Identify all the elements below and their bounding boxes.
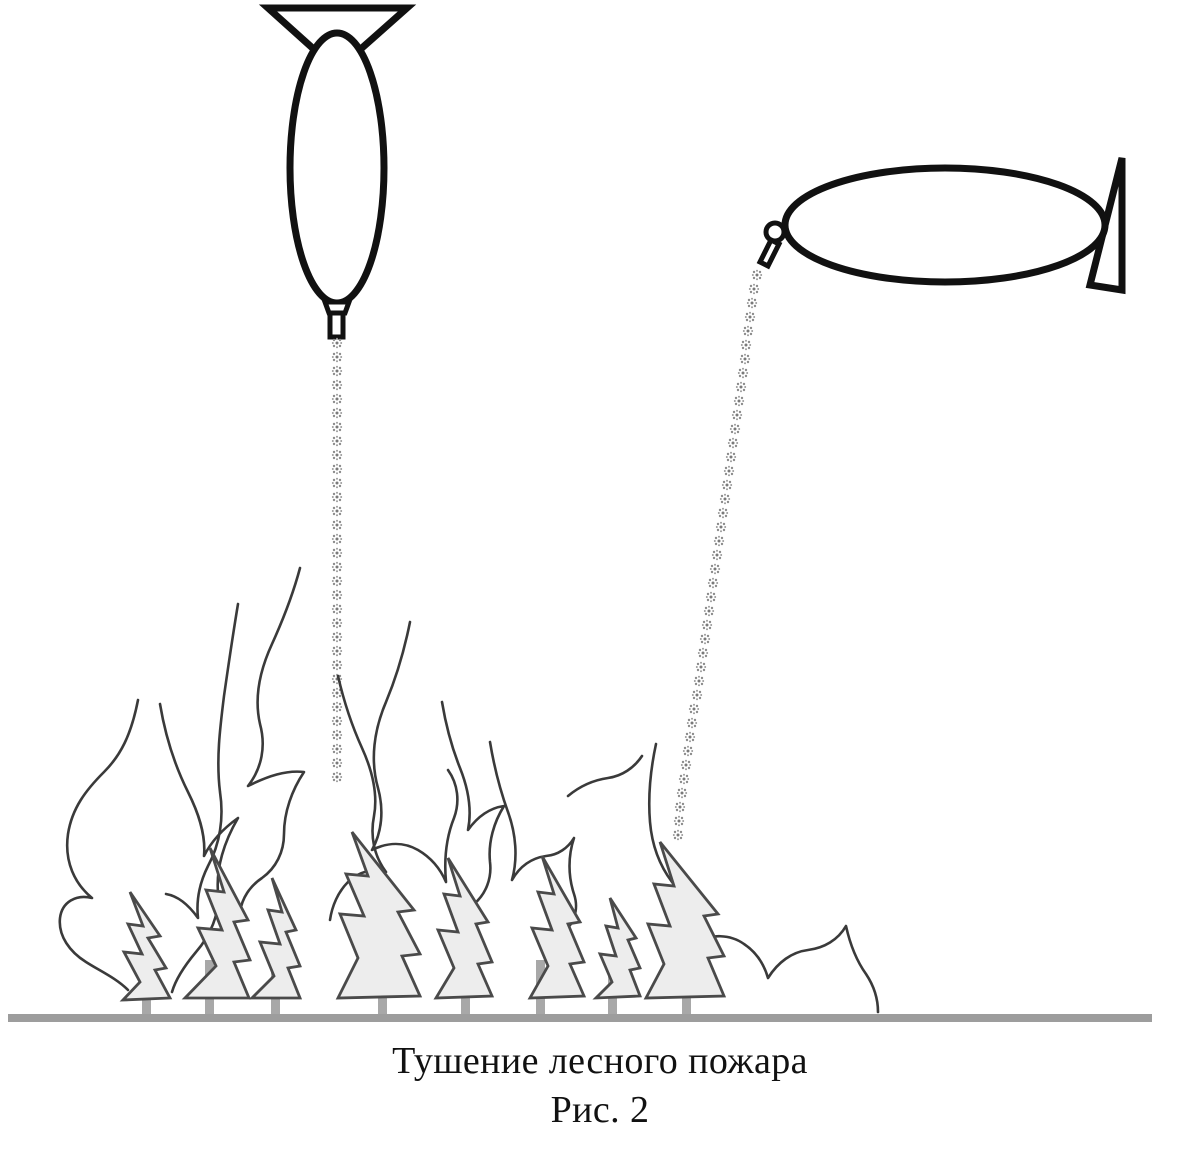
airship-horizontal-nozzle-knob-icon: [763, 220, 787, 244]
airship-vertical[interactable]: [258, 4, 417, 340]
flame-7: [440, 700, 506, 906]
burning-forest: [119, 831, 727, 1018]
caption-figure-number: Рис. 2: [550, 1088, 650, 1131]
caption-title: Тушение лесного пожара: [392, 1040, 808, 1082]
spray-vertical: [331, 337, 343, 783]
flame-10: [566, 754, 644, 798]
airship-vertical-hull: [286, 29, 388, 307]
flame-4: [238, 566, 306, 914]
ground-line: [8, 1014, 1152, 1022]
forest-fire: [58, 566, 880, 1014]
airship-vertical-fin-icon: [258, 4, 417, 75]
figure-caption: Тушение лесного пожара Рис. 2: [0, 1040, 1200, 1131]
flame-9: [647, 742, 880, 1014]
spray-curved: [672, 269, 763, 841]
flame-5: [328, 674, 388, 922]
tree-crown: [248, 877, 303, 1000]
flame-2: [158, 702, 240, 994]
tree-crown: [643, 841, 727, 1000]
tree-crown: [335, 831, 423, 1000]
flame-3: [164, 602, 240, 920]
flame-1: [58, 698, 140, 992]
airship-horizontal[interactable]: [756, 157, 1126, 295]
airship-horizontal-nozzle-icon: [756, 236, 783, 270]
tree-crown: [119, 891, 173, 1002]
flame-6: [370, 620, 459, 884]
tree-crown: [527, 855, 587, 1000]
tree-crown: [433, 857, 495, 1000]
tree-crown: [592, 897, 643, 1000]
airship-vertical-nozzle-icon: [327, 310, 346, 340]
flame-8: [488, 740, 578, 930]
tree-crown: [181, 847, 253, 1000]
airship-horizontal-hull: [781, 164, 1109, 286]
